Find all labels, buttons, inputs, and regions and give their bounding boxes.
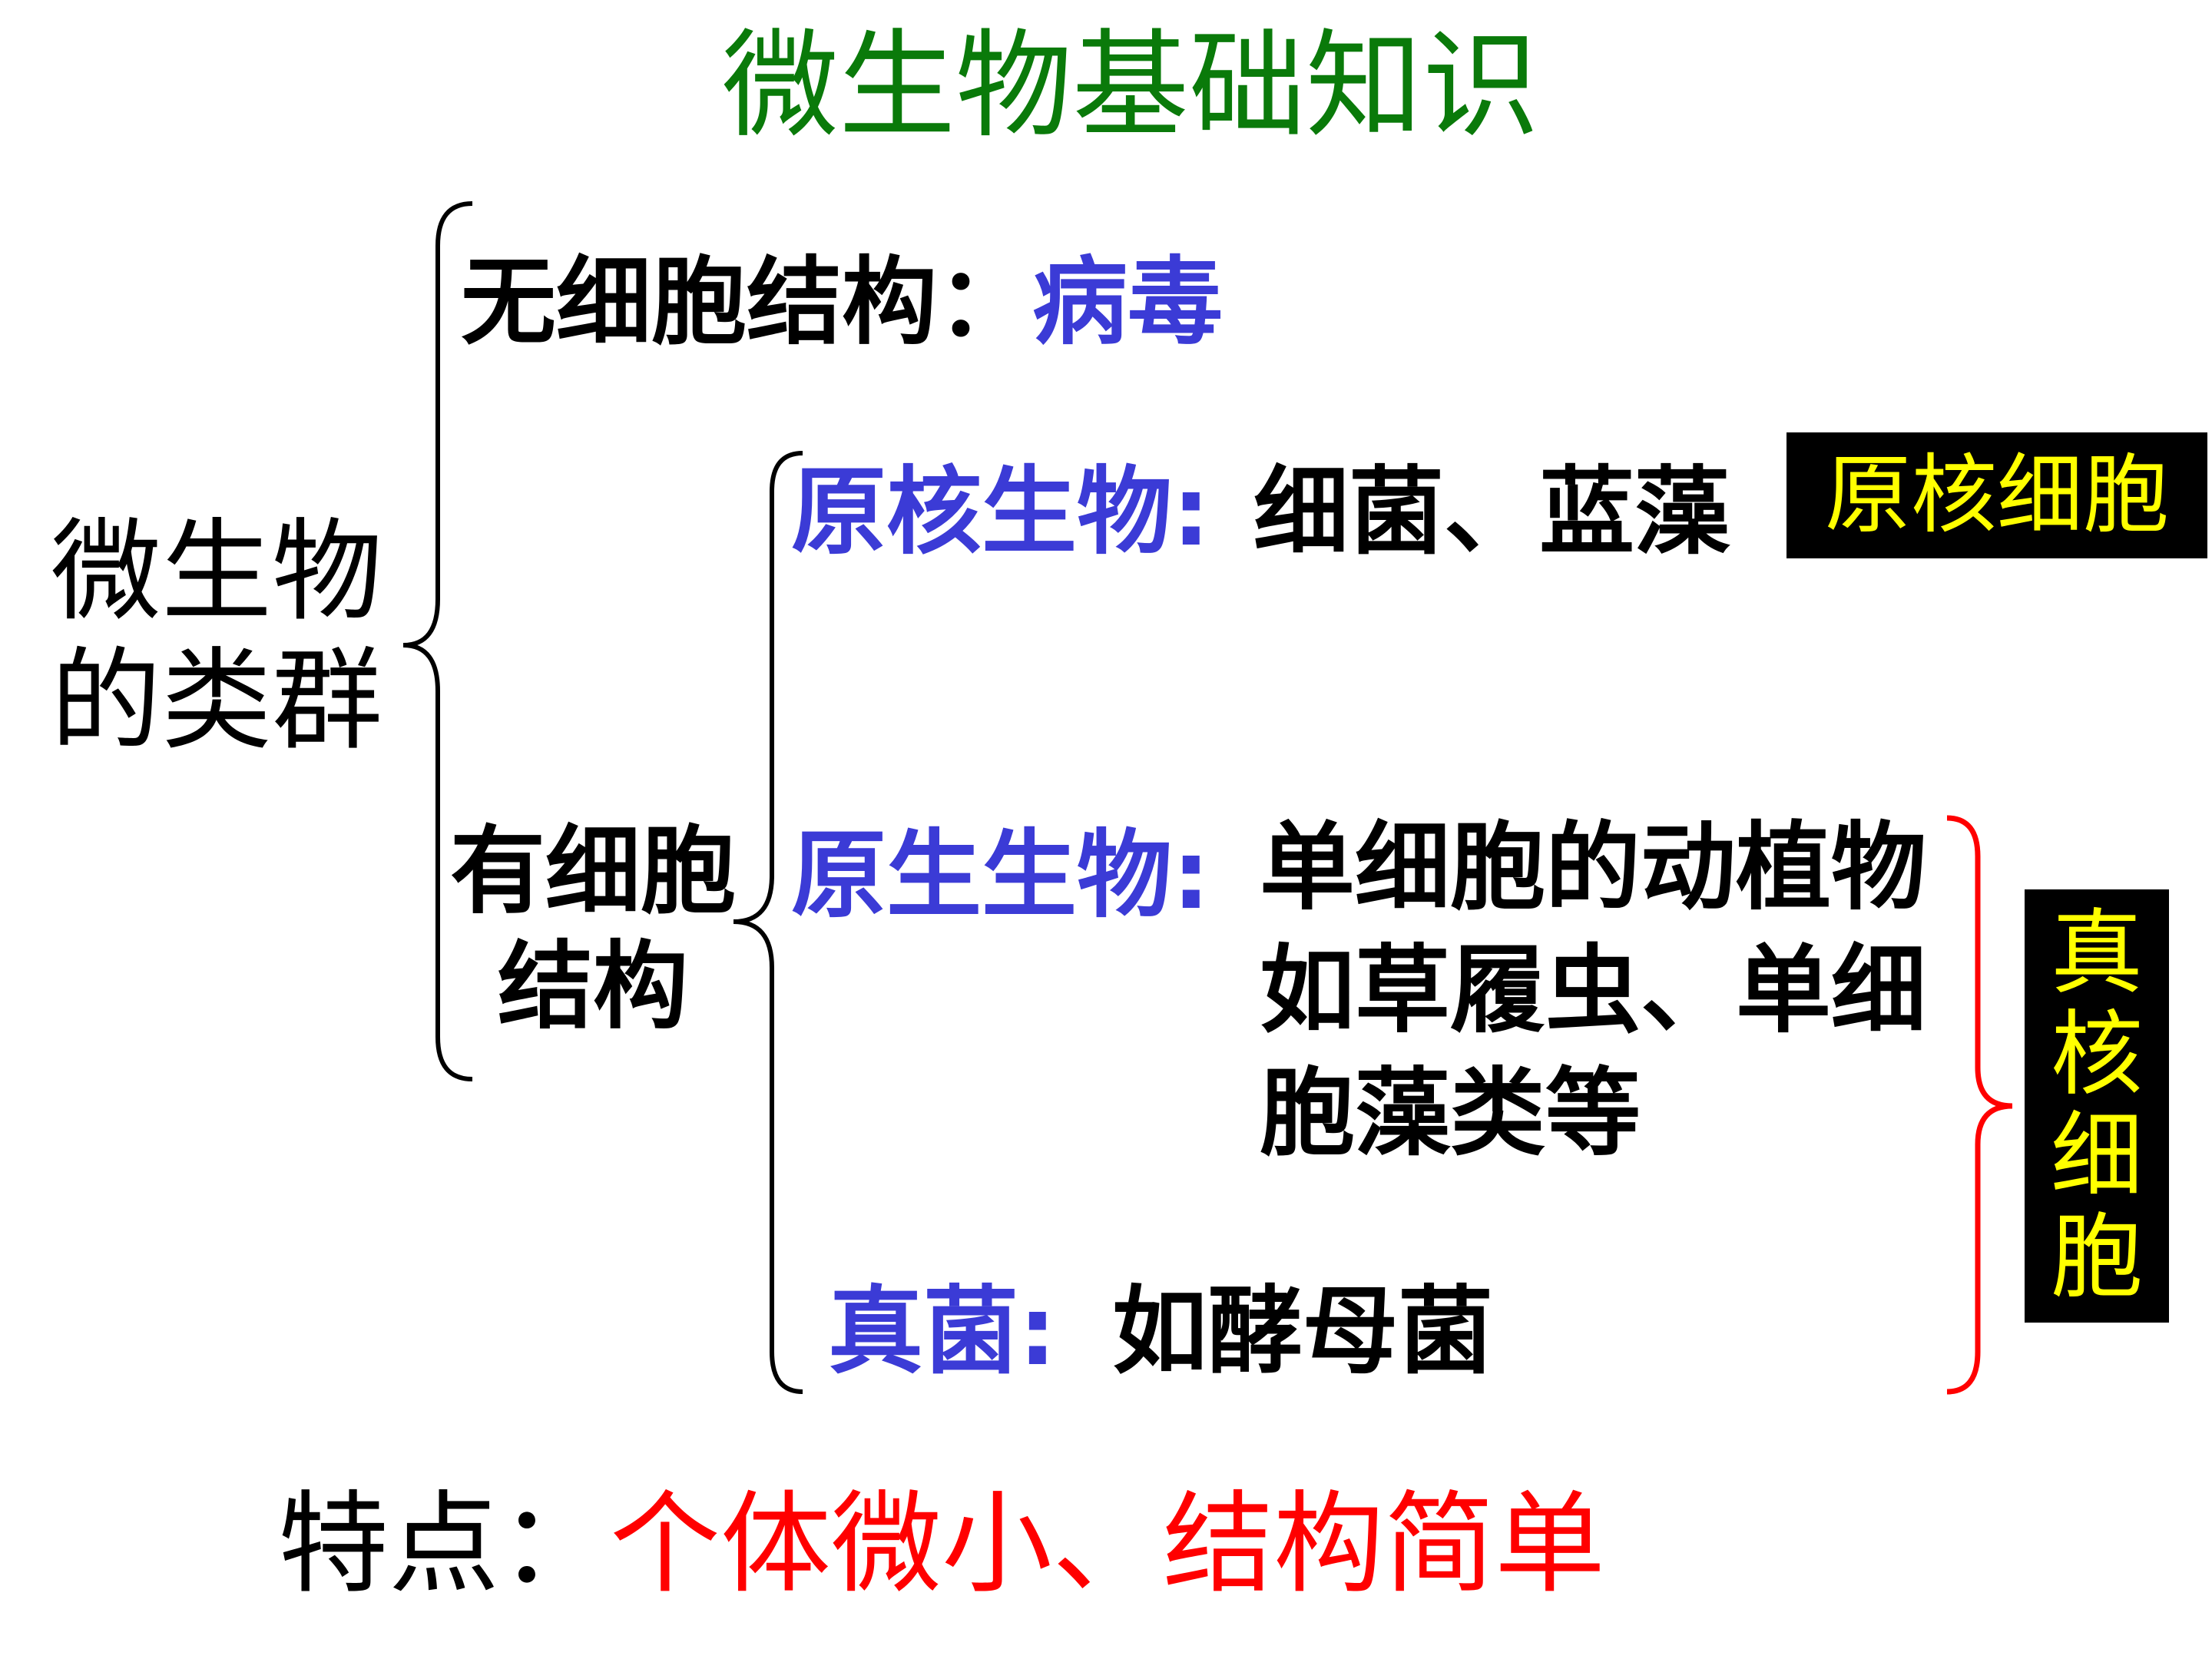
acellular-example: 病毒 (1032, 247, 1224, 358)
cellular-label: 有细胞结构 (439, 814, 747, 1045)
cellular-brace (733, 451, 803, 1394)
acellular-row: 无细胞结构：病毒 (461, 255, 1223, 350)
prokaryote-cell-badge: 原核细胞 (1786, 432, 2207, 558)
root-label-text: 微生物的类群 (51, 507, 383, 765)
prokaryote-examples: 细菌、蓝藻 (1253, 457, 1730, 568)
eukaryote-cell-badge-text: 真核细胞 (2051, 900, 2143, 1311)
feature-text: 个体微小、结构简单 (610, 1479, 1606, 1608)
acellular-label: 无细胞结构： (461, 247, 1033, 358)
protist-examples: 单细胞的动植物如草履虫、单细胞藻类等 (1260, 813, 1927, 1169)
eukaryote-cell-badge: 真核细胞 (2025, 889, 2169, 1323)
fungi-examples: 如酵母菌 (1112, 1277, 1494, 1387)
page-title: 微生物基础知识 (722, 18, 1539, 154)
feature-row: 特点：个体微小、结构简单 (278, 1488, 1605, 1599)
cellular-label-text: 有细胞结构 (449, 816, 736, 1042)
protist-label: 原生生物: (791, 820, 1210, 931)
prokaryote-label: 原核生物: (791, 457, 1210, 568)
eukaryote-brace (1946, 815, 2013, 1395)
root-label: 微生物的类群 (51, 507, 389, 765)
main-brace (402, 201, 473, 1081)
prokaryote-cell-badge-text: 原核细胞 (1825, 445, 2169, 545)
feature-label: 特点： (278, 1479, 611, 1608)
fungi-label: 真菌: (828, 1277, 1057, 1387)
